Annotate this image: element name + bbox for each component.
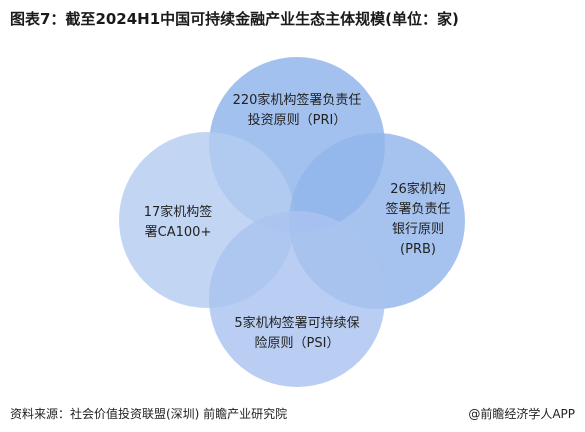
label-psi-line2: 险原则（PSI）	[254, 336, 340, 351]
label-prb-line4: (PRB)	[400, 242, 436, 257]
label-prb-line2: 签署负责任	[385, 202, 451, 217]
chart-title: 图表7：截至2024H1中国可持续金融产业生态主体规模(单位：家)	[10, 10, 459, 28]
label-ca100-line1: 17家机构签	[143, 205, 213, 220]
label-pri: 220家机构签署负责任 投资原则（PRI）	[207, 91, 387, 131]
label-pri-line2: 投资原则（PRI）	[247, 113, 347, 128]
label-psi: 5家机构签署可持续保 险原则（PSI）	[207, 314, 387, 354]
source-note: 资料来源：社会价值投资联盟(深圳) 前瞻产业研究院	[10, 407, 288, 421]
brand-credit: @前瞻经济学人APP	[468, 407, 575, 421]
label-pri-line1: 220家机构签署负责任	[232, 93, 362, 108]
label-ca100: 17家机构签 署CA100+	[128, 203, 228, 243]
label-prb-line1: 26家机构	[390, 182, 446, 197]
venn-circle-psi	[209, 211, 385, 387]
label-prb-line3: 银行原则	[391, 222, 444, 237]
label-psi-line1: 5家机构签署可持续保	[234, 316, 360, 331]
label-ca100-line2: 署CA100+	[144, 225, 212, 240]
label-prb: 26家机构 签署负责任 银行原则 (PRB)	[368, 180, 468, 260]
